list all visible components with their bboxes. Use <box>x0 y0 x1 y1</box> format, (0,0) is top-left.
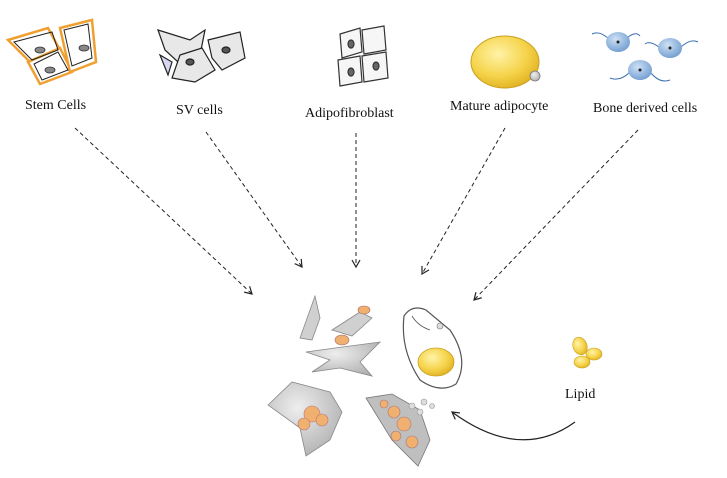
label-mature-adipocyte: Mature adipocyte <box>450 99 549 114</box>
lipid-droplet <box>357 305 371 315</box>
lipid-icon <box>572 336 603 369</box>
arrow-bone-derived-cells <box>473 129 639 301</box>
elongated-cell <box>305 341 382 377</box>
label-stem-cells: Stem Cells <box>25 98 87 113</box>
label-lipid: Lipid <box>565 387 596 402</box>
lipid-droplet <box>334 334 350 346</box>
bone-derived-cells-icon <box>591 32 699 82</box>
spindle-cell <box>331 311 373 337</box>
stem-cells-icon <box>5 18 98 86</box>
sv-cells-icon <box>157 28 246 83</box>
spindle-cell <box>299 294 321 341</box>
arrow-mature-adipocyte <box>421 127 506 276</box>
adipofibroblast-icon <box>337 25 389 87</box>
arrow-sv-cells <box>205 131 303 268</box>
label-sv-cells: SV cells <box>176 103 223 118</box>
multilocular-adipocyte <box>365 393 431 467</box>
dashed-arrows <box>74 127 639 301</box>
lipid-arrow <box>451 411 576 441</box>
label-adipofibroblast: Adipofibroblast <box>305 106 394 121</box>
central-cell-cluster <box>267 294 463 467</box>
arrow-stem-cells <box>74 127 253 295</box>
label-bone-derived-cells: Bone derived cells <box>593 101 698 116</box>
mature-adipocyte-icon <box>470 35 541 89</box>
